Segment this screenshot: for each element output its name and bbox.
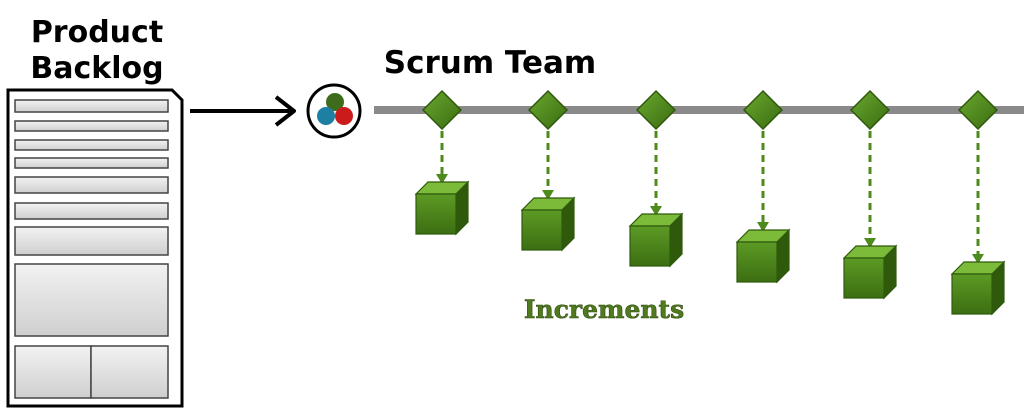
delivery-arrowhead [864, 238, 876, 248]
backlog-to-team-arrow [190, 95, 296, 127]
team-member-circle [326, 93, 344, 111]
backlog-title-line2: Backlog [30, 51, 163, 86]
sprints [414, 89, 1006, 316]
increment-cube [842, 244, 898, 300]
delivery-arrowhead [542, 190, 554, 200]
sprint-diamond [742, 89, 784, 131]
sprint-diamond [635, 89, 677, 131]
delivery-arrowhead [972, 254, 984, 264]
backlog-item [14, 99, 169, 113]
backlog-item [14, 226, 169, 256]
backlog-item [14, 202, 169, 220]
arrow-head [274, 95, 296, 127]
sprint [414, 89, 470, 236]
delivery-arrowhead [436, 174, 448, 184]
increment-cube [520, 196, 576, 252]
team-member-circle [335, 107, 353, 125]
increment-cube [950, 260, 1006, 316]
scrum-team-title: Scrum Team [384, 45, 596, 81]
backlog-item [14, 176, 169, 194]
sprint [735, 89, 791, 284]
increment-cube [735, 228, 791, 284]
sprint [520, 89, 576, 252]
increments-label: Increments [524, 295, 684, 324]
sprint-diamond [957, 89, 999, 131]
sprint-diamond [527, 89, 569, 131]
sprint-timeline [374, 106, 1024, 114]
team-member-circle [317, 107, 335, 125]
sprint [950, 89, 1006, 316]
sprint-diamond [421, 89, 463, 131]
backlog-item [14, 263, 169, 337]
backlog-items [14, 99, 169, 399]
sprint-diamond [849, 89, 891, 131]
backlog-title-line1: Product [31, 15, 163, 50]
increment-cube [414, 180, 470, 236]
backlog-item [14, 120, 169, 132]
delivery-arrowhead [757, 222, 769, 232]
backlog-item [14, 157, 169, 169]
delivery-arrowhead [650, 206, 662, 216]
backlog-item [14, 345, 92, 399]
product-backlog-document [6, 88, 184, 408]
backlog-item [14, 139, 169, 151]
backlog-item [90, 345, 169, 399]
increment-cube [628, 212, 684, 268]
sprint [842, 89, 898, 300]
team-circles-icon [306, 83, 362, 139]
sprint [628, 89, 684, 268]
